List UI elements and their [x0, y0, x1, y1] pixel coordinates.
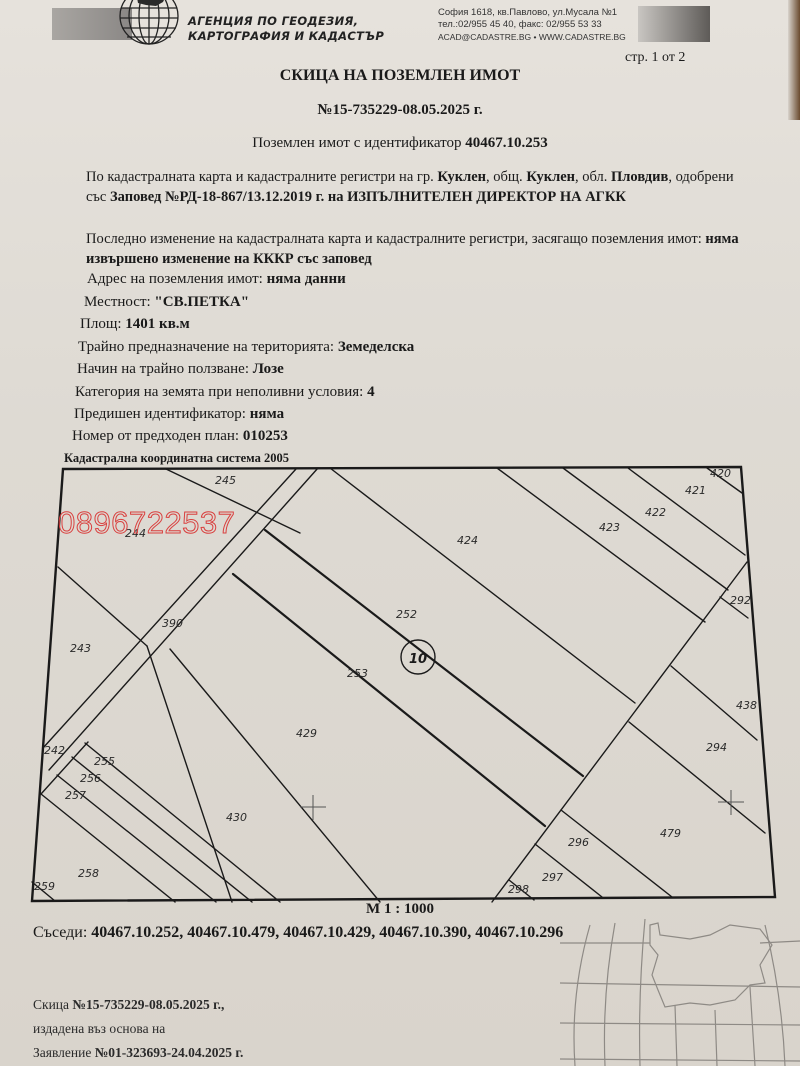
parcel-label: 252	[396, 608, 417, 621]
parcel-label: 423	[599, 521, 620, 534]
field-label: Адрес на поземления имот:	[87, 271, 263, 287]
region: Пловдив	[611, 169, 669, 185]
parcel-label: 420	[710, 467, 731, 480]
parcel-label: 245	[215, 474, 236, 487]
field-locality: Местност: "СВ.ПЕТКА"	[84, 294, 249, 311]
parcel-label: 253	[347, 667, 368, 680]
neighbors-label: Съседи:	[33, 924, 88, 941]
parcel-label: 429	[296, 727, 317, 740]
field-previous-id: Предишен идентификатор: няма	[74, 406, 284, 423]
parcel-label: 294	[706, 741, 727, 754]
parcel-label: 438	[736, 699, 757, 712]
approval-paragraph: По кадастралната карта и кадастралните р…	[86, 168, 746, 207]
field-previous-plan: Номер от предходен план: 010253	[72, 428, 288, 445]
property-id: 40467.10.253	[465, 135, 548, 151]
parcel-label: 255	[94, 755, 115, 768]
agency-line-1: Агенция по геодезия,	[188, 14, 359, 28]
field-address: Адрес на поземления имот: няма данни	[87, 271, 346, 288]
field-label: Начин на трайно ползване:	[77, 361, 250, 377]
parcel-label: 257	[65, 789, 86, 802]
field-label: Трайно предназначение на територията:	[78, 339, 335, 355]
parcel-label: 390	[162, 617, 183, 630]
approval-text: , одобрени със	[86, 169, 734, 205]
field-value: Лозе	[252, 361, 284, 377]
field-value: няма данни	[266, 271, 346, 287]
page-number: стр. 1 от 2	[625, 50, 686, 65]
field-usage: Начин на трайно ползване: Лозе	[77, 361, 284, 378]
field-value: 1401 кв.м	[125, 316, 190, 332]
map-scale: М 1 : 1000	[366, 901, 434, 917]
parcel-label: 242	[44, 744, 65, 757]
last-change-value: няма извършено изменение на КККР със зап…	[86, 231, 739, 267]
logo-bar-right	[638, 6, 710, 42]
footer-sketch-number: №15-735229-08.05.2025 г.,	[72, 997, 225, 1012]
parcel-label: 256	[80, 772, 101, 785]
footer-sketch-ref: Скица №15-735229-08.05.2025 г.,	[33, 997, 224, 1013]
field-label: Номер от предходен план:	[72, 428, 240, 444]
field-label: Местност:	[84, 294, 151, 310]
agency-email-web: ACAD@CADASTRE.BG • WWW.CADASTRE.BG	[438, 32, 626, 42]
approval-text: По кадастралната карта и кадастралните р…	[86, 169, 434, 185]
contact-block: София 1618, кв.Павлово, ул.Мусала №1 тел…	[438, 7, 626, 43]
document-title: СКИЦА НА ПОЗЕМЛЕН ИМОТ	[279, 67, 521, 84]
approval-order: Заповед №РД-18-867/13.12.2019 г. на ИЗПЪ…	[110, 188, 626, 205]
parcel-label: 258	[78, 867, 99, 880]
city: Куклен	[437, 169, 487, 185]
parcel-label: 244	[125, 527, 146, 540]
phone-watermark: 0896722537	[57, 505, 236, 541]
letterhead: Агенция по геодезия, картография и кадас…	[0, 0, 800, 50]
parcel-label: 297	[542, 871, 563, 884]
parcel-label: 430	[226, 811, 247, 824]
agency-line-2: картография и кадастър	[188, 29, 385, 43]
field-value: Земеделска	[337, 339, 415, 355]
parcel-label: 292	[730, 594, 751, 607]
last-change-paragraph: Последно изменение на кадастралната карт…	[86, 230, 746, 269]
parcel-label: 424	[457, 534, 478, 547]
page-edge-shadow	[788, 0, 800, 120]
parcel-label: 296	[568, 836, 589, 849]
quarter-number: 10	[409, 652, 427, 667]
last-change-label: Последно изменение на кадастралната карт…	[86, 231, 702, 247]
footer-application-ref: Заявление №01-323693-24.04.2025 г.	[33, 1045, 243, 1061]
globe-watermark-icon	[560, 918, 800, 1066]
parcel-label: 479	[660, 827, 681, 840]
field-purpose: Трайно предназначение на територията: Зе…	[78, 339, 414, 356]
parcel-label: 259	[34, 880, 55, 893]
neighbors-list: 40467.10.252, 40467.10.479, 40467.10.429…	[91, 924, 564, 941]
field-value: 010253	[242, 428, 288, 444]
field-label: Площ:	[80, 316, 122, 332]
agency-address: София 1618, кв.Павлово, ул.Мусала №1	[438, 7, 618, 18]
field-value: няма	[249, 406, 285, 422]
parcel-label: 298	[508, 883, 529, 896]
coordinate-system-label: Кадастрална координатна система 2005	[64, 451, 289, 465]
field-category: Категория на земята при неполивни услови…	[75, 384, 375, 401]
parcel-label: 422	[645, 506, 666, 519]
municipality: Куклен	[526, 169, 575, 185]
logo-bar-left	[52, 8, 132, 40]
property-id-label: Поземлен имот с идентификатор	[252, 135, 462, 151]
footer-label: Скица	[33, 997, 70, 1012]
cadastral-map: 10 245 244 243 390 242 255 256 257 258 2…	[30, 465, 777, 903]
field-label: Категория на земята при неполивни услови…	[75, 384, 364, 400]
globe-bulgaria-icon	[119, 0, 179, 45]
field-value: 4	[367, 384, 375, 400]
footer-label: Заявление	[33, 1045, 92, 1060]
footer-application-number: №01-323693-24.04.2025 г.	[94, 1045, 244, 1060]
field-area: Площ: 1401 кв.м	[80, 316, 190, 333]
sketch-number: №15-735229-08.05.2025 г.	[317, 102, 483, 118]
agency-phone: тел.:02/955 45 40, факс: 02/955 53 33	[438, 19, 602, 30]
neighbors-line: Съседи: 40467.10.252, 40467.10.479, 4046…	[33, 924, 563, 942]
approval-text: , общ.	[486, 169, 523, 185]
footer-issued-basis: издадена въз основа на	[33, 1021, 166, 1036]
approval-text: , обл.	[575, 169, 608, 185]
property-id-line: Поземлен имот с идентификатор 40467.10.2…	[0, 135, 800, 152]
field-label: Предишен идентификатор:	[74, 406, 246, 422]
parcel-label: 421	[685, 484, 706, 497]
agency-name: Агенция по геодезия, картография и кадас…	[188, 14, 384, 44]
field-value: "СВ.ПЕТКА"	[154, 294, 250, 310]
parcel-label: 243	[70, 642, 91, 655]
